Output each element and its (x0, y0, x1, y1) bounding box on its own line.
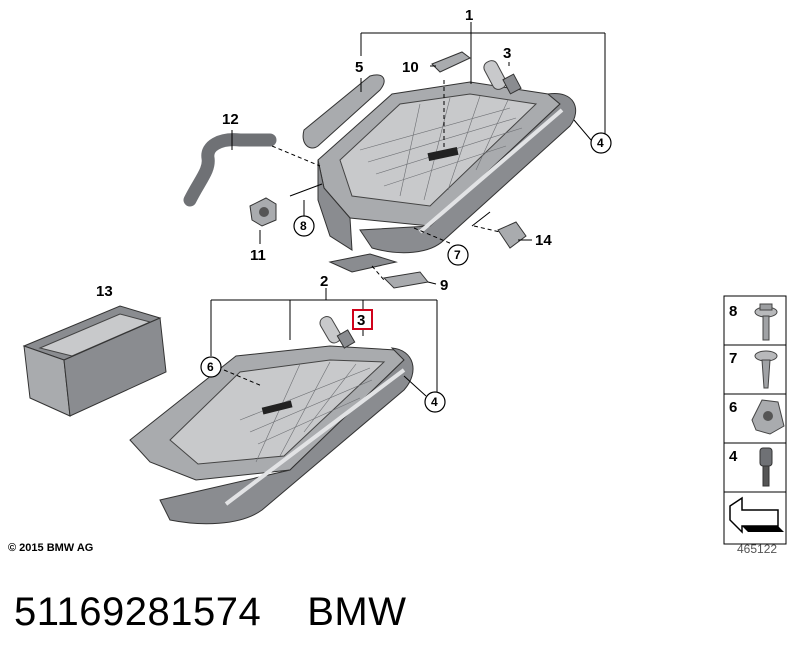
leader-lines (210, 22, 606, 397)
callout-3-lower-highlighted[interactable]: 3 (352, 309, 373, 330)
arrow-icon (729, 496, 784, 534)
screw-washer-icon (754, 303, 778, 341)
tapping-screw-icon (754, 350, 778, 389)
svg-text:6: 6 (729, 399, 737, 416)
callout-11[interactable]: 11 (250, 247, 266, 264)
callout-10[interactable]: 10 (402, 59, 419, 76)
svg-text:3: 3 (357, 312, 365, 329)
part-footer: 51169281574 BMW (14, 590, 407, 635)
callout-3-upper[interactable]: 3 (503, 45, 511, 62)
clip-nut-icon (751, 399, 785, 435)
svg-text:4: 4 (431, 395, 438, 409)
flap-part (302, 74, 385, 149)
callout-1[interactable]: 1 (465, 7, 473, 24)
callout-14[interactable]: 14 (535, 232, 552, 249)
callout-9[interactable]: 9 (440, 277, 448, 294)
callout-4-upper[interactable]: 4 (590, 132, 612, 154)
glove-box-lower (129, 345, 414, 525)
callout-2[interactable]: 2 (320, 273, 328, 290)
copyright-notice: © 2015 BMW AG (8, 542, 94, 554)
callout-6[interactable]: 6 (200, 356, 222, 378)
callout-13[interactable]: 13 (96, 283, 113, 300)
callout-8[interactable]: 8 (293, 215, 315, 237)
legend-row-arrow[interactable] (729, 496, 784, 534)
svg-text:7: 7 (454, 248, 461, 262)
callout-4-lower[interactable]: 4 (424, 391, 446, 413)
callout-12[interactable]: 12 (222, 111, 239, 128)
storage-tray-part (22, 305, 167, 417)
svg-text:4: 4 (597, 136, 604, 150)
legend-row-4[interactable]: 4 (729, 447, 773, 487)
svg-text:6: 6 (207, 360, 214, 374)
damper-upper-part (483, 60, 522, 95)
svg-text:7: 7 (729, 350, 737, 367)
part-number: 51169281574 (14, 590, 262, 634)
hose-part (183, 133, 277, 207)
svg-text:8: 8 (729, 303, 737, 320)
svg-text:8: 8 (300, 219, 307, 233)
fastener-legend: 8 7 6 4 (723, 295, 787, 545)
rubber-buffer-icon (759, 447, 773, 487)
callouts: 1 3 5 10 12 11 14 9 13 2 4 8 7 6 4 (96, 7, 612, 413)
lamp-part (249, 197, 277, 227)
bracket-part (431, 51, 471, 73)
glove-box-upper (317, 81, 577, 273)
callout-7[interactable]: 7 (447, 244, 469, 266)
svg-text:4: 4 (729, 448, 738, 465)
damper-lower-part (319, 316, 356, 349)
latch-part (382, 271, 429, 289)
legend-row-6[interactable]: 6 (729, 399, 785, 435)
legend-row-8[interactable]: 8 (729, 303, 778, 341)
callout-5[interactable]: 5 (355, 59, 363, 76)
legend-row-7[interactable]: 7 (729, 350, 778, 389)
diagram-id: 465122 (737, 542, 778, 556)
switch-part (497, 221, 527, 249)
brand-name: BMW (307, 590, 407, 634)
